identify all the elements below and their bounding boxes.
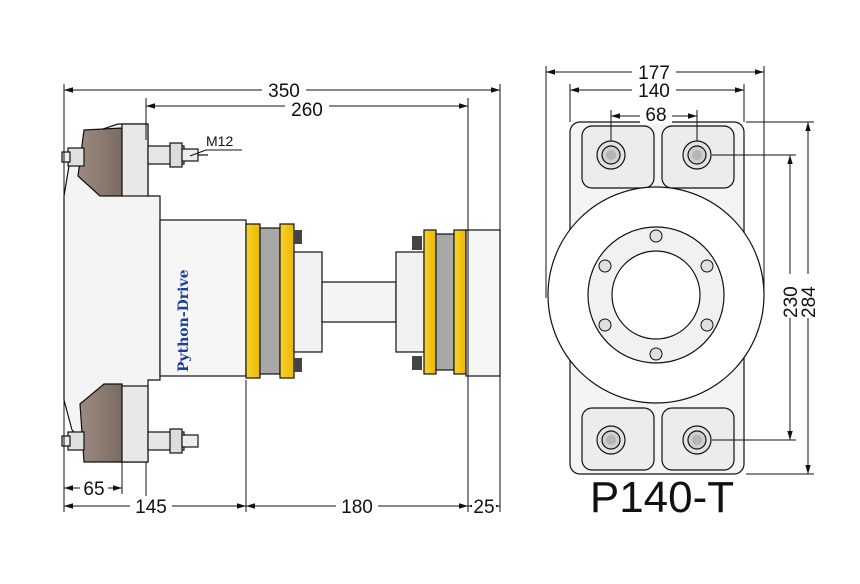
dim-65: 65 <box>83 479 104 500</box>
housing-cylinder <box>159 219 247 377</box>
bracket-plate-bottom <box>121 385 149 463</box>
dim-284: 284 <box>799 286 820 318</box>
dim-177: 177 <box>638 63 670 84</box>
yellow-disc-3 <box>423 229 437 375</box>
bolt-top-left <box>596 140 626 170</box>
flange-holes <box>598 229 714 361</box>
yellow-disc-2 <box>279 223 295 379</box>
grey-rubber-2 <box>435 233 455 371</box>
bolt-bottom-left <box>596 425 626 455</box>
center-bore <box>611 250 701 340</box>
stud-left-top <box>61 147 85 167</box>
front-view: 177 140 68 230 284 P140-T <box>545 62 820 522</box>
dim-25: 25 <box>473 497 494 518</box>
bracket-plate-top <box>121 123 149 197</box>
shaft <box>321 281 397 323</box>
bolt-head <box>294 358 302 372</box>
dim-230: 230 <box>781 286 802 318</box>
stud-left-bottom <box>61 431 85 451</box>
hub-right <box>395 251 425 353</box>
stud-top <box>147 142 208 168</box>
thread-label: M12 <box>206 133 233 149</box>
yellow-disc-4 <box>453 229 467 375</box>
dim-260: 260 <box>291 100 323 121</box>
bolt-top-right <box>682 140 712 170</box>
stud-bottom <box>147 428 199 454</box>
bolt-bottom-right <box>682 425 712 455</box>
dim-350: 350 <box>268 81 300 102</box>
dim-68: 68 <box>645 105 666 126</box>
dim-145: 145 <box>135 497 167 518</box>
dim-140: 140 <box>638 81 670 102</box>
grey-rubber-1 <box>259 227 281 375</box>
output-flange <box>465 229 501 377</box>
bolt-head <box>294 230 302 244</box>
brand-label: Python-Drive <box>176 269 192 372</box>
dim-180: 180 <box>341 497 373 518</box>
rubber-pad-top <box>77 127 123 197</box>
side-view: Python-Drive M12 350 260 65 145 180 <box>61 79 501 518</box>
bolt-head <box>412 356 422 370</box>
yellow-disc-1 <box>245 223 261 379</box>
hub-left <box>293 251 323 353</box>
bolt-head <box>412 236 422 250</box>
model-label: P140-T <box>590 473 734 522</box>
